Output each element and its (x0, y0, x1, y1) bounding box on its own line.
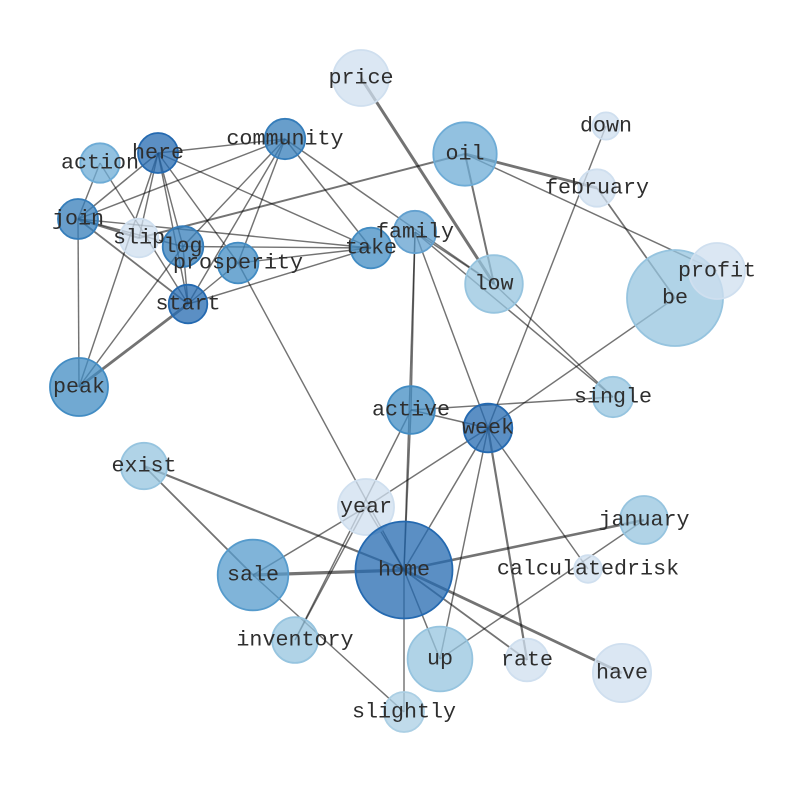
svg-text:week: week (462, 416, 514, 441)
svg-text:join: join (52, 207, 104, 232)
svg-text:have: have (596, 661, 648, 686)
svg-text:oil: oil (445, 142, 484, 167)
svg-text:calculatedrisk: calculatedrisk (497, 557, 679, 582)
svg-text:community: community (226, 127, 343, 152)
svg-text:single: single (574, 385, 652, 410)
svg-text:prosperity: prosperity (173, 251, 303, 276)
svg-text:active: active (372, 398, 450, 423)
svg-text:slightly: slightly (352, 700, 456, 725)
svg-text:be: be (662, 286, 688, 311)
svg-text:year: year (340, 495, 392, 520)
svg-text:log: log (163, 234, 202, 259)
svg-text:february: february (545, 176, 649, 201)
svg-text:price: price (328, 66, 393, 91)
svg-text:sale: sale (227, 563, 279, 588)
svg-text:inventory: inventory (236, 628, 353, 653)
svg-text:low: low (474, 272, 513, 297)
svg-text:family: family (376, 220, 454, 245)
svg-text:profit: profit (678, 259, 756, 284)
svg-text:rate: rate (501, 648, 553, 673)
svg-text:january: january (598, 508, 689, 533)
svg-text:up: up (427, 647, 453, 672)
svg-text:start: start (155, 292, 220, 317)
svg-text:take: take (345, 236, 397, 261)
svg-text:exist: exist (111, 454, 176, 479)
svg-text:here: here (132, 141, 184, 166)
svg-text:down: down (580, 114, 632, 139)
svg-text:home: home (378, 558, 430, 583)
svg-text:slip: slip (113, 226, 165, 251)
svg-text:action: action (61, 151, 139, 176)
svg-text:peak: peak (53, 375, 105, 400)
